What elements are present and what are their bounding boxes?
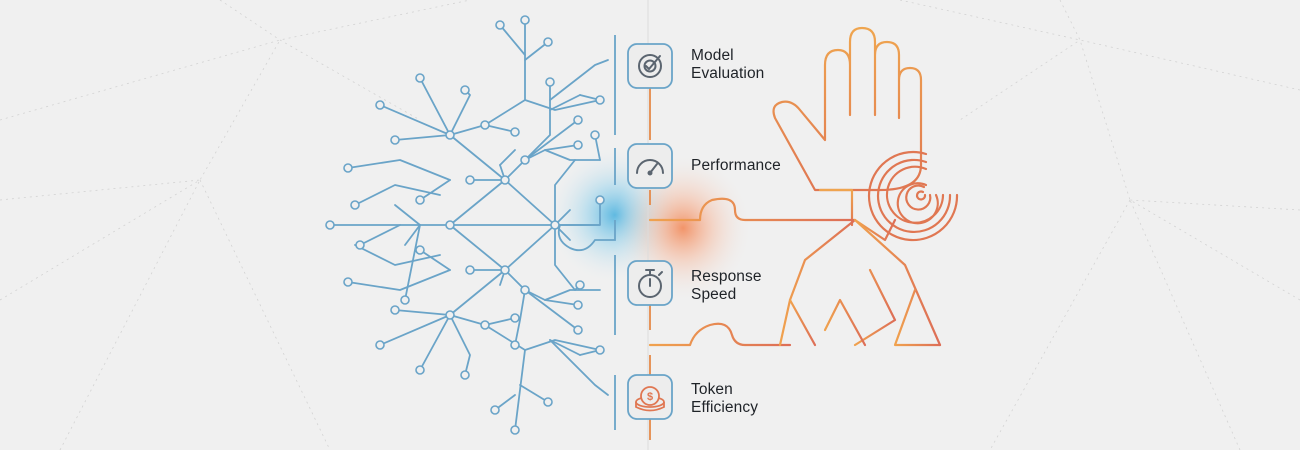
metric-label-response-speed: Response Speed [691,268,762,304]
metric-line-2: Evaluation [691,65,765,82]
metric-label-token-efficiency: Token Efficiency [691,381,758,417]
dollar-coin-icon: $ [635,386,665,412]
circuit-tree [329,19,609,431]
puzzle-connectors [648,197,942,347]
metric-line-1: Response [691,268,762,285]
svg-text:$: $ [647,391,653,403]
metric-label-model-evaluation: Model Evaluation [691,47,764,83]
target-check-icon [638,54,662,78]
speedometer-icon [636,159,664,176]
left-connectors [557,35,616,430]
circuit-nodes [325,15,605,435]
hand-outline [772,26,923,227]
metric-line-2: Speed [691,286,737,303]
metric-line-1: Token [691,381,733,398]
fingerprint-icon [867,151,959,242]
metric-line-1: Model [691,47,734,64]
stopwatch-icon [638,269,663,298]
metric-label-performance: Performance [691,157,781,175]
metric-line-2: Efficiency [691,399,759,416]
metric-line-1: Performance [691,157,781,174]
